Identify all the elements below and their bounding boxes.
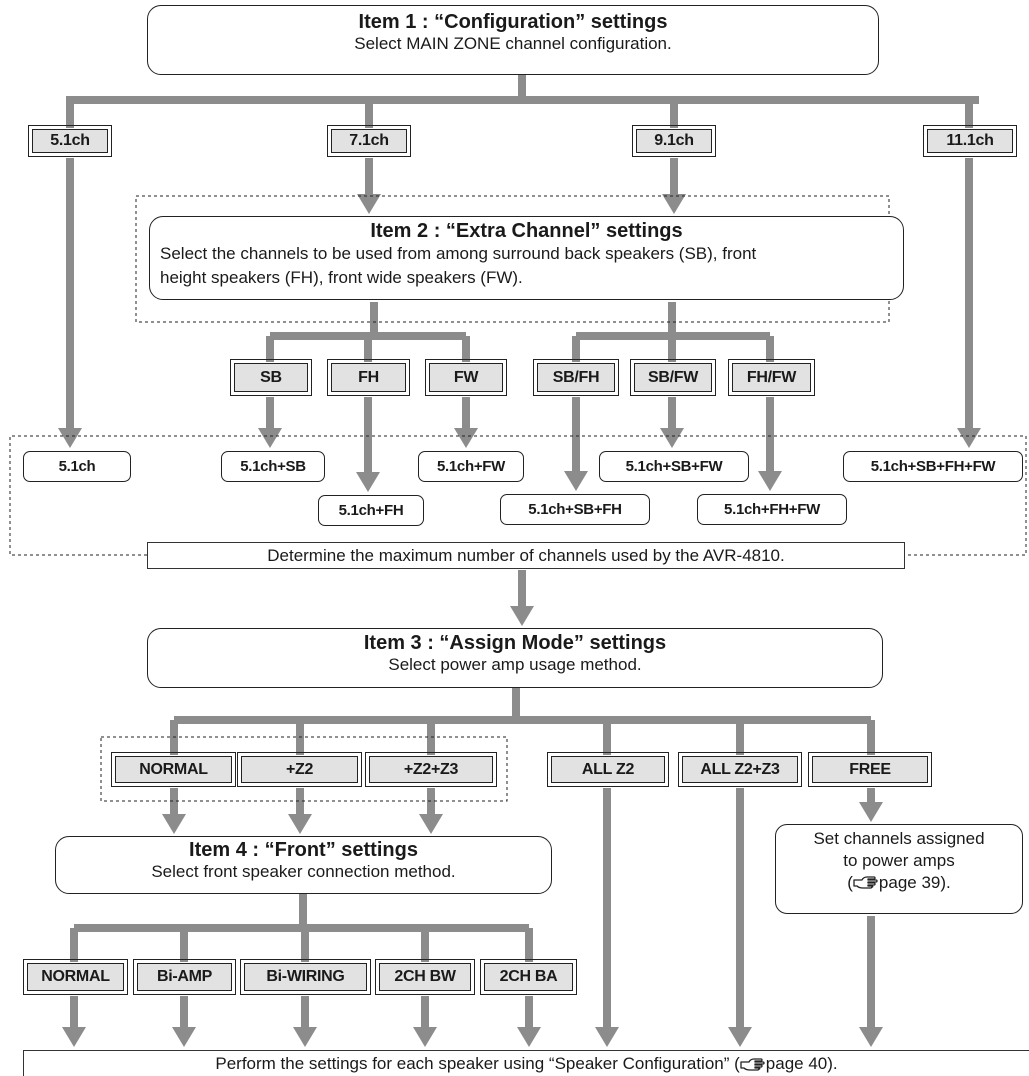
free-note-line2: to power amps (843, 851, 955, 870)
arrow-head-33 (660, 428, 684, 448)
arrow-head-7 (357, 194, 381, 214)
arrow-head-13 (957, 428, 981, 448)
arrow-head-9 (662, 194, 686, 214)
item2-desc-line1: Select the channels to be used from amon… (160, 244, 757, 263)
arrow-head-11 (58, 428, 82, 448)
arrow-head-68 (62, 1027, 86, 1047)
arrow-head-49 (288, 814, 312, 834)
item3-subtitle: Select power amp usage method. (388, 655, 642, 674)
front-option-bi-amp[interactable]: Bi-AMP (133, 959, 236, 995)
front-option-normal[interactable]: NORMAL (23, 959, 128, 995)
arrow-head-29 (454, 428, 478, 448)
item4-box: Item 4 : “Front” settings Select front s… (55, 836, 552, 894)
extra-option-fw[interactable]: FW (425, 359, 507, 396)
arrow-head-74 (413, 1027, 437, 1047)
max-channels-note: Determine the maximum number of channels… (147, 542, 905, 569)
assign-option-free[interactable]: FREE (808, 752, 932, 787)
config-option-11-1ch[interactable]: 11.1ch (923, 125, 1017, 157)
free-note-line1: Set channels assigned (813, 829, 985, 848)
item1-box: Item 1 : “Configuration” settings Select… (147, 5, 879, 75)
front-option-2ch-ba[interactable]: 2CH BA (480, 959, 577, 995)
free-note-box: Set channels assigned to power amps (pag… (775, 824, 1023, 914)
item4-title: Item 4 : “Front” settings (189, 839, 418, 861)
assign-option-z2-z3[interactable]: +Z2+Z3 (365, 752, 497, 787)
item2-title: Item 2 : “Extra Channel” settings (370, 220, 683, 242)
extra-option-sb-fh[interactable]: SB/FH (533, 359, 619, 396)
pointing-hand-icon (853, 876, 878, 889)
item1-subtitle: Select MAIN ZONE channel configuration. (354, 34, 672, 53)
assign-option-normal[interactable]: NORMAL (111, 752, 236, 787)
arrow-head-35 (758, 471, 782, 491)
dashed-group-78 (100, 736, 508, 802)
arrow-head-51 (419, 814, 443, 834)
config-option-7-1ch[interactable]: 7.1ch (327, 125, 411, 157)
result-5-1ch-fh-fw: 5.1ch+FH+FW (697, 494, 847, 525)
front-option-bi-wiring[interactable]: Bi-WIRING (240, 959, 371, 995)
arrow-head-27 (356, 472, 380, 492)
assign-option-all-z2[interactable]: ALL Z2 (547, 752, 669, 787)
result-5-1ch-sb-fh: 5.1ch+SB+FH (500, 494, 650, 525)
result-5-1ch-sb-fh-fw: 5.1ch+SB+FH+FW (843, 451, 1023, 482)
result-5-1ch-fw: 5.1ch+FW (418, 451, 524, 482)
pointing-hand-icon-final (740, 1057, 765, 1071)
free-note-line3: (page 39). (847, 873, 951, 892)
assign-option-z2[interactable]: +Z2 (237, 752, 362, 787)
arrow-head-70 (172, 1027, 196, 1047)
dashed-frame-79 (9, 435, 1027, 556)
item4-subtitle: Select front speaker connection method. (151, 862, 456, 881)
item1-title: Item 1 : “Configuration” settings (358, 11, 668, 33)
front-option-2ch-bw[interactable]: 2CH BW (375, 959, 475, 995)
extra-option-fh-fw[interactable]: FH/FW (728, 359, 815, 396)
result-5-1ch: 5.1ch (23, 451, 131, 482)
result-5-1ch-sb: 5.1ch+SB (221, 451, 325, 482)
extra-option-sb[interactable]: SB (230, 359, 312, 396)
result-5-1ch-fh: 5.1ch+FH (318, 495, 424, 526)
config-option-5-1ch[interactable]: 5.1ch (28, 125, 112, 157)
item3-box: Item 3 : “Assign Mode” settings Select p… (147, 628, 883, 688)
arrow-head-55 (728, 1027, 752, 1047)
item2-desc-line2: height speakers (FH), front wide speaker… (160, 268, 523, 287)
arrow-head-72 (293, 1027, 317, 1047)
arrow-head-53 (595, 1027, 619, 1047)
extra-option-sb-fw[interactable]: SB/FW (630, 359, 716, 396)
final-note: Perform the settings for each speaker us… (23, 1050, 1029, 1076)
arrow-head-59 (859, 1027, 883, 1047)
item3-title: Item 3 : “Assign Mode” settings (363, 632, 667, 654)
arrow-head-76 (517, 1027, 541, 1047)
result-5-1ch-sb-fw: 5.1ch+SB+FW (599, 451, 749, 482)
config-option-9-1ch[interactable]: 9.1ch (632, 125, 716, 157)
arrow-head-25 (258, 428, 282, 448)
arrow-head-31 (564, 471, 588, 491)
assign-option-all-z2-z3[interactable]: ALL Z2+Z3 (678, 752, 802, 787)
extra-option-fh[interactable]: FH (327, 359, 410, 396)
arrow-head-47 (162, 814, 186, 834)
item2-box: Item 2 : “Extra Channel” settings Select… (149, 216, 904, 300)
arrow-head-37 (510, 606, 534, 626)
arrow-head-57 (859, 802, 883, 822)
